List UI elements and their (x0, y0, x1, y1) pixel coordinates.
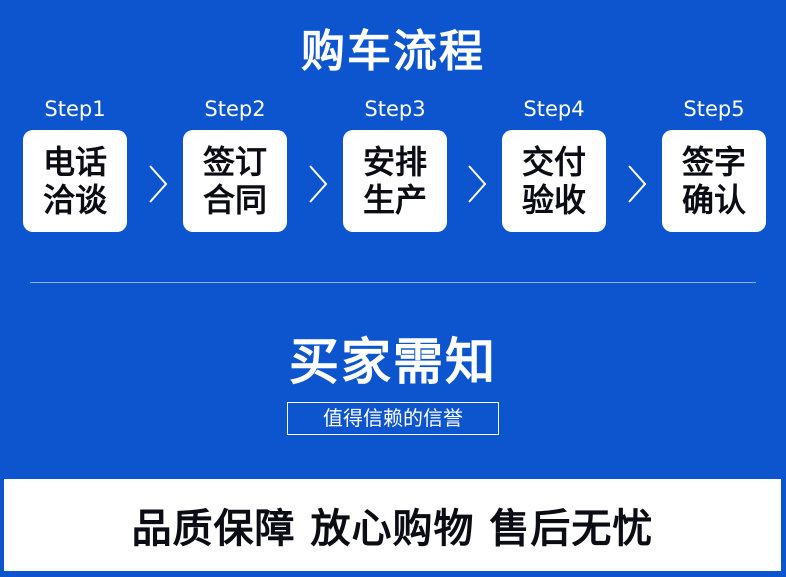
section-divider (30, 282, 756, 283)
step-card: 安排生产 (343, 130, 447, 232)
step-2: Step2 签订合同 (183, 96, 287, 232)
step-label: Step3 (364, 97, 426, 121)
step-1: Step1 电话洽谈 (23, 96, 127, 232)
step-label: Step5 (683, 97, 745, 121)
chevron-right-icon (628, 165, 647, 203)
step-label: Step4 (523, 97, 585, 121)
purchase-steps: Step1 电话洽谈 Step2 签订合同 Step3 安排生产 Step4 交… (0, 96, 786, 236)
step-card: 签订合同 (183, 130, 287, 232)
step-text: 签订合同 (202, 143, 267, 219)
page-title: 购车流程 (301, 26, 485, 77)
notice-subtitle: 值得信赖的信誉 (323, 406, 463, 430)
step-label: Step2 (204, 97, 266, 121)
step-text: 交付验收 (521, 143, 586, 219)
notice-title: 买家需知 (289, 333, 497, 391)
chevron-right-icon (468, 165, 487, 203)
banner-text: 品质保障 放心购物 售后无忧 (131, 506, 654, 552)
step-card: 交付验收 (502, 130, 606, 232)
step-text: 电话洽谈 (42, 143, 107, 219)
step-4: Step4 交付验收 (502, 96, 606, 232)
notice-subtitle-box: 值得信赖的信誉 (287, 402, 499, 435)
step-label: Step1 (44, 97, 106, 121)
step-card: 电话洽谈 (23, 130, 127, 232)
step-5: Step5 签字确认 (662, 96, 766, 232)
step-text: 签字确认 (681, 143, 746, 219)
guarantee-banner: 品质保障 放心购物 售后无忧 (4, 479, 781, 571)
chevron-right-icon (309, 165, 328, 203)
step-card: 签字确认 (662, 130, 766, 232)
step-text: 安排生产 (362, 143, 427, 219)
step-3: Step3 安排生产 (343, 96, 447, 232)
chevron-right-icon (149, 165, 168, 203)
